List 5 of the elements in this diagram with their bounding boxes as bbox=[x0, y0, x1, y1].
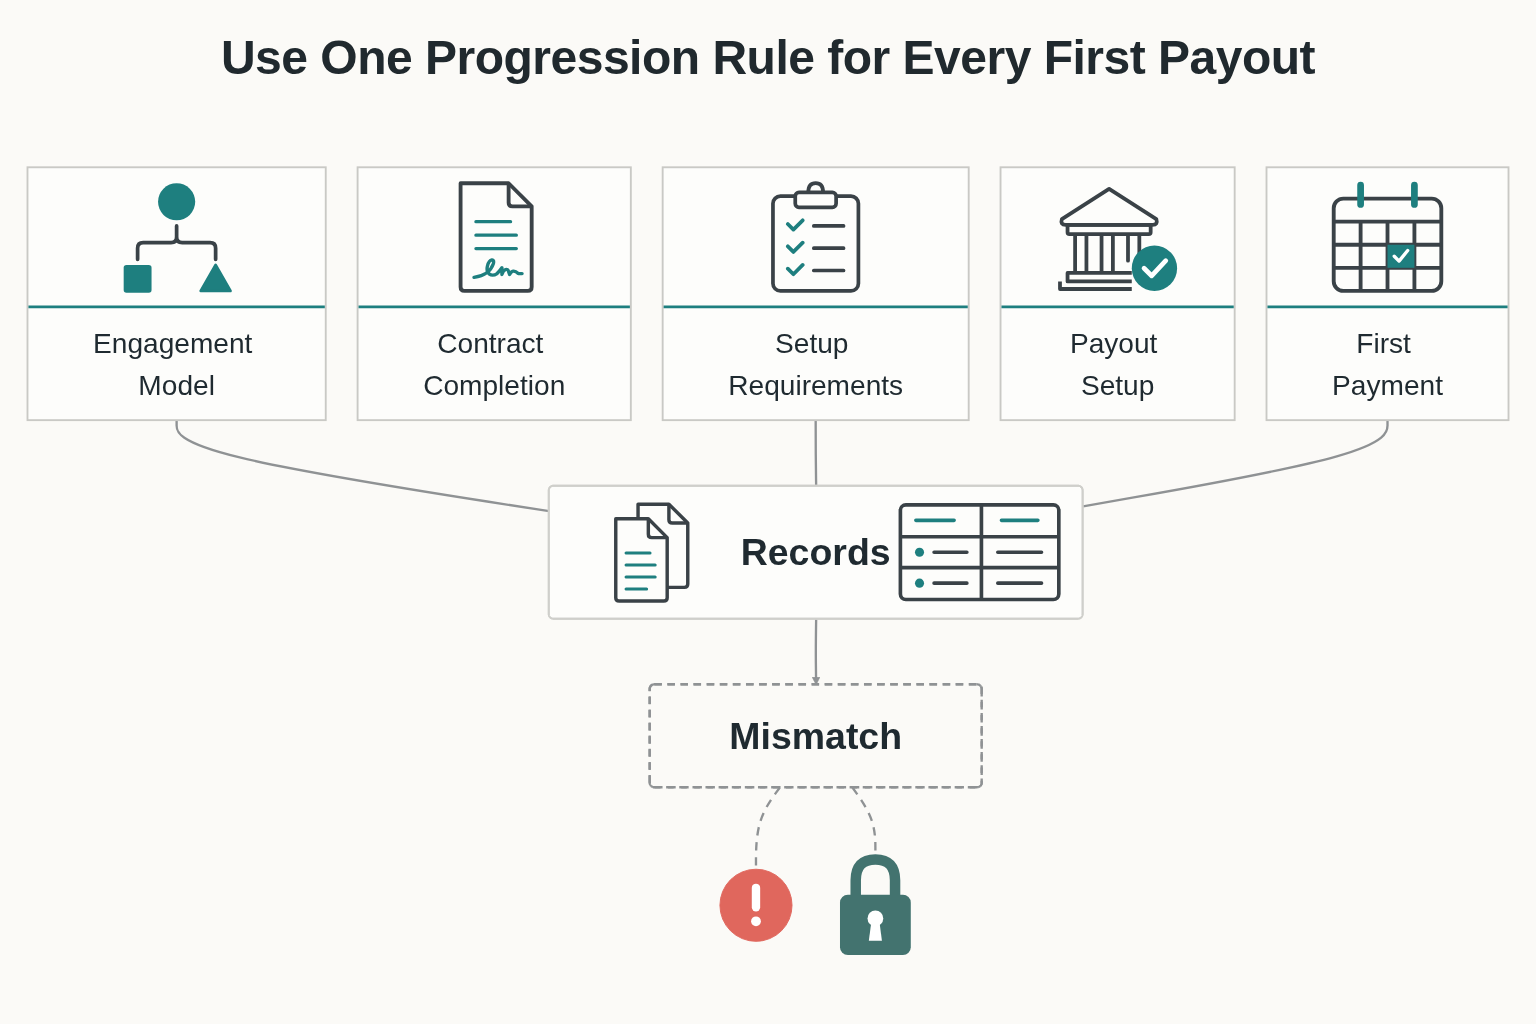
connector bbox=[1082, 420, 1389, 508]
connector bbox=[814, 420, 818, 487]
connector bbox=[851, 787, 877, 853]
node-circle bbox=[719, 868, 793, 942]
title: Use One Progression Rule for Every First Payout bbox=[219, 30, 1317, 85]
